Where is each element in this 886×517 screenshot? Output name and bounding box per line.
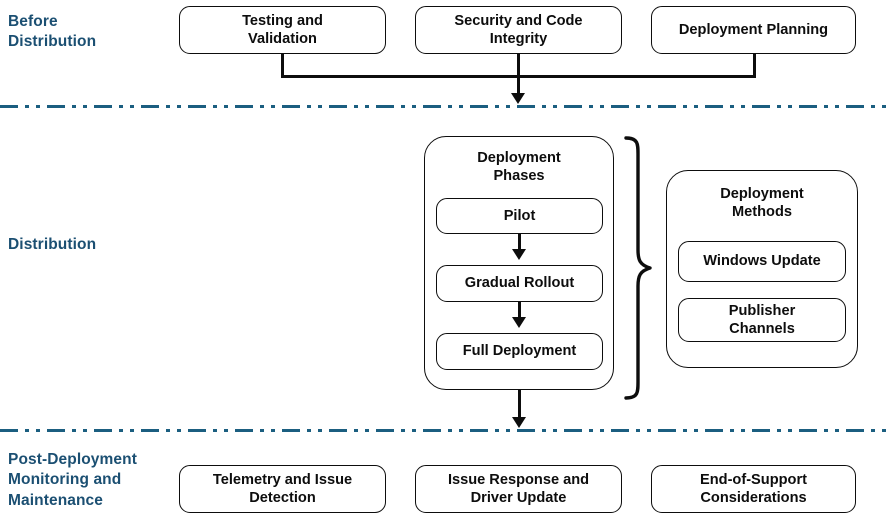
node-issue-response-and-driver-update[interactable]: Issue Response and Driver Update bbox=[415, 465, 622, 513]
connector-pilot-to-gradual bbox=[518, 234, 521, 251]
arrowhead-pilot-to-gradual bbox=[512, 249, 526, 260]
connector-testing-stem bbox=[281, 53, 284, 78]
node-windows-update[interactable]: Windows Update bbox=[678, 241, 846, 282]
node-end-of-support-considerations[interactable]: End-of-Support Considerations bbox=[651, 465, 856, 513]
node-telemetry-and-issue-detection[interactable]: Telemetry and Issue Detection bbox=[179, 465, 386, 513]
node-security-and-code-integrity[interactable]: Security and Code Integrity bbox=[415, 6, 622, 54]
band-label-before-distribution: Before Distribution bbox=[8, 13, 97, 51]
connector-gradual-to-full bbox=[518, 302, 521, 319]
arrowhead-gradual-to-full bbox=[512, 317, 526, 328]
node-deployment-planning[interactable]: Deployment Planning bbox=[651, 6, 856, 54]
group-deployment-methods-title: Deployment Methods bbox=[720, 186, 804, 221]
node-full-deployment[interactable]: Full Deployment bbox=[436, 333, 603, 370]
connector-to-post-deployment-shaft bbox=[518, 390, 521, 418]
connector-planning-stem bbox=[753, 53, 756, 78]
band-divider-top bbox=[0, 105, 886, 108]
node-pilot[interactable]: Pilot bbox=[436, 198, 603, 234]
node-gradual-rollout[interactable]: Gradual Rollout bbox=[436, 265, 603, 302]
connector-security-stem bbox=[517, 53, 520, 78]
arrowhead-to-post-deployment bbox=[512, 417, 526, 428]
node-testing-and-validation[interactable]: Testing and Validation bbox=[179, 6, 386, 54]
node-publisher-channels[interactable]: Publisher Channels bbox=[678, 298, 846, 342]
arrowhead-to-distribution bbox=[511, 93, 525, 104]
group-deployment-phases-title: Deployment Phases bbox=[477, 150, 561, 185]
band-label-distribution: Distribution bbox=[8, 236, 97, 253]
band-divider-bottom bbox=[0, 429, 886, 432]
band-label-post-deployment: Post-Deployment Monitoring and Maintenan… bbox=[8, 451, 137, 509]
connector-to-distribution-shaft bbox=[517, 75, 520, 94]
curly-brace bbox=[624, 136, 652, 400]
